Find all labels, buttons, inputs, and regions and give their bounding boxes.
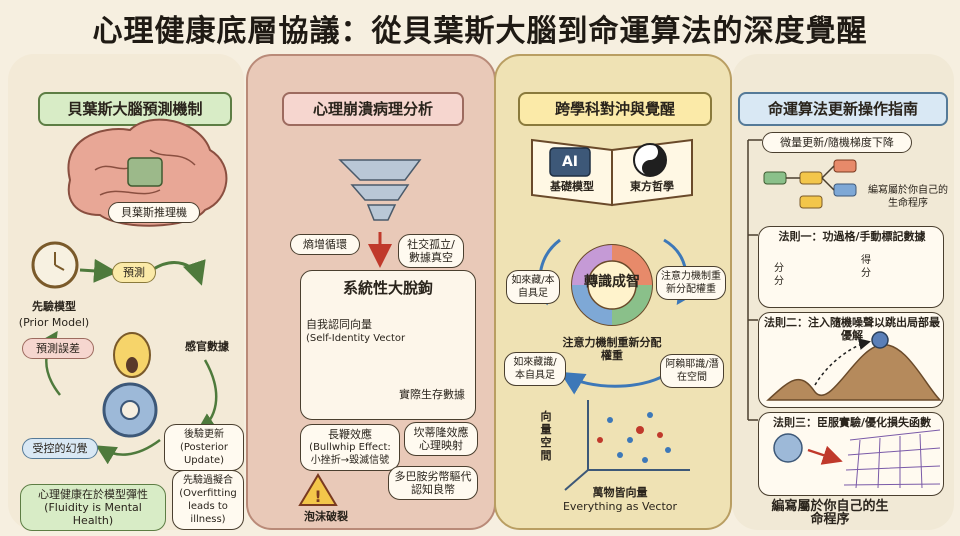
cobra-label: 坎蒂隆效應心理映射 [404,422,478,456]
chip-icon [127,157,163,187]
dopamine-label: 多巴胺劣幣驅代認知良幣 [388,466,478,500]
attention-upper: 注意力機制重新分配權重 [656,266,726,300]
vector-axes [564,400,690,491]
base-model-label: 基礎模型 [550,180,594,193]
entropy-loop-label: 熵增循環 [290,234,360,255]
predict-label: 預測 [112,262,156,283]
tornado-icon [338,159,422,221]
self-identity-en: (Self-Identity Vector [306,333,406,344]
rule3-label: 法則三：臣服實驗/優化損失函數 [772,416,932,429]
score-right-label: 得分 [861,255,871,279]
loss-landscape [766,344,942,401]
sensory-data-label: 感官數據 [185,340,229,353]
bayesian-engine-label: 貝葉斯推理機 [108,202,200,223]
score-left-label: 分分 [774,263,784,287]
page-title: 心理健康底層協議：從貝葉斯大腦到命運算法的深度覺醒 [92,14,868,49]
person-icon [773,433,803,463]
posterior-update-en: (Posterior Update) [179,442,229,466]
fluidity-box: 心理健康在於模型彈性 (Fluidity is Mental Health) [20,484,166,531]
eastern-philosophy-label: 東方哲學 [630,180,674,193]
warning-icon [298,473,338,506]
prior-model-en: (Prior Model) [18,316,90,329]
prior-model-label: 先驗模型 [32,300,76,313]
bullwhip-en2: 小挫折→毀滅信號 [310,455,390,466]
pathology-header: 心理崩潰病理分析 [282,92,464,126]
write-program-label: 編寫屬於你自己的生命程序 [868,185,948,209]
overfitting-box: 先驗過擬合 (Overfitting leads to illness) [172,470,244,530]
self-identity-label: 自我認同向量 [306,318,372,331]
decoupling-title: 系統性大脫鉤 [342,279,433,297]
ai-chip-icon [549,147,591,177]
controlled-illusion-label: 受控的幻覺 [22,438,98,459]
fluidity-en: (Fluidity is Mental Health) [44,501,142,527]
bullwhip-label: 長鞭效應 [328,428,372,441]
self-sufficient-top: 如來藏/本自具足 [506,270,560,304]
posterior-update-box: 後驗更新 (Posterior Update) [164,424,244,471]
decoupling-chart-box [300,270,476,420]
scream-face-icon [113,332,151,378]
prediction-error-label: 預測誤差 [22,338,94,359]
vector-space-axis-label: 向量空間 [540,410,552,462]
guide-header: 命運算法更新操作指南 [738,92,948,126]
posterior-update-label: 後驗更新 [184,429,224,440]
ball-icon [871,331,889,349]
self-sufficient-bottom: 如來藏識/本自具足 [504,352,566,386]
rule2-label: 法則二：注入隨機噪聲以跳出局部最優解 [764,316,940,342]
final-program-label: 編寫屬於你自己的生命程序 [771,499,889,527]
overfitting-en: (Overfitting leads to illness) [179,488,237,525]
bubble-label: 泡沫破裂 [304,510,348,523]
ai-badge: AI [561,154,579,170]
attention-center: 注意力機制重新分配權重 [562,336,662,362]
transform-wheel [571,244,653,326]
svg-text:!: ! [314,487,321,506]
bullwhip-box: 長鞭效應 (Bullwhip Effect: 小挫折→毀滅信號 [300,424,400,471]
micro-update-label: 微量更新/隨機梯度下降 [762,132,912,153]
alaya-label: 阿賴耶識/潛在空間 [660,354,724,388]
social-vacuum-label: 社交孤立/數據真空 [398,234,464,268]
transform-label: 轉識成智 [584,274,640,290]
grid-mesh [843,429,941,489]
rule1-box [758,226,944,308]
everything-vector-en: Everything as Vector [562,500,678,513]
fluidity-label: 心理健康在於模型彈性 [38,488,148,501]
rule1-label: 法則一：功過格/手動標記數據 [778,230,926,243]
bullwhip-en: (Bullwhip Effect: [309,442,391,453]
overfitting-label: 先驗過擬合 [183,475,233,486]
actual-data-label: 實際生存數據 [399,388,465,401]
awakening-header: 跨學科對沖與覺醒 [518,92,712,126]
everything-vector-label: 萬物皆向量 [592,486,648,499]
